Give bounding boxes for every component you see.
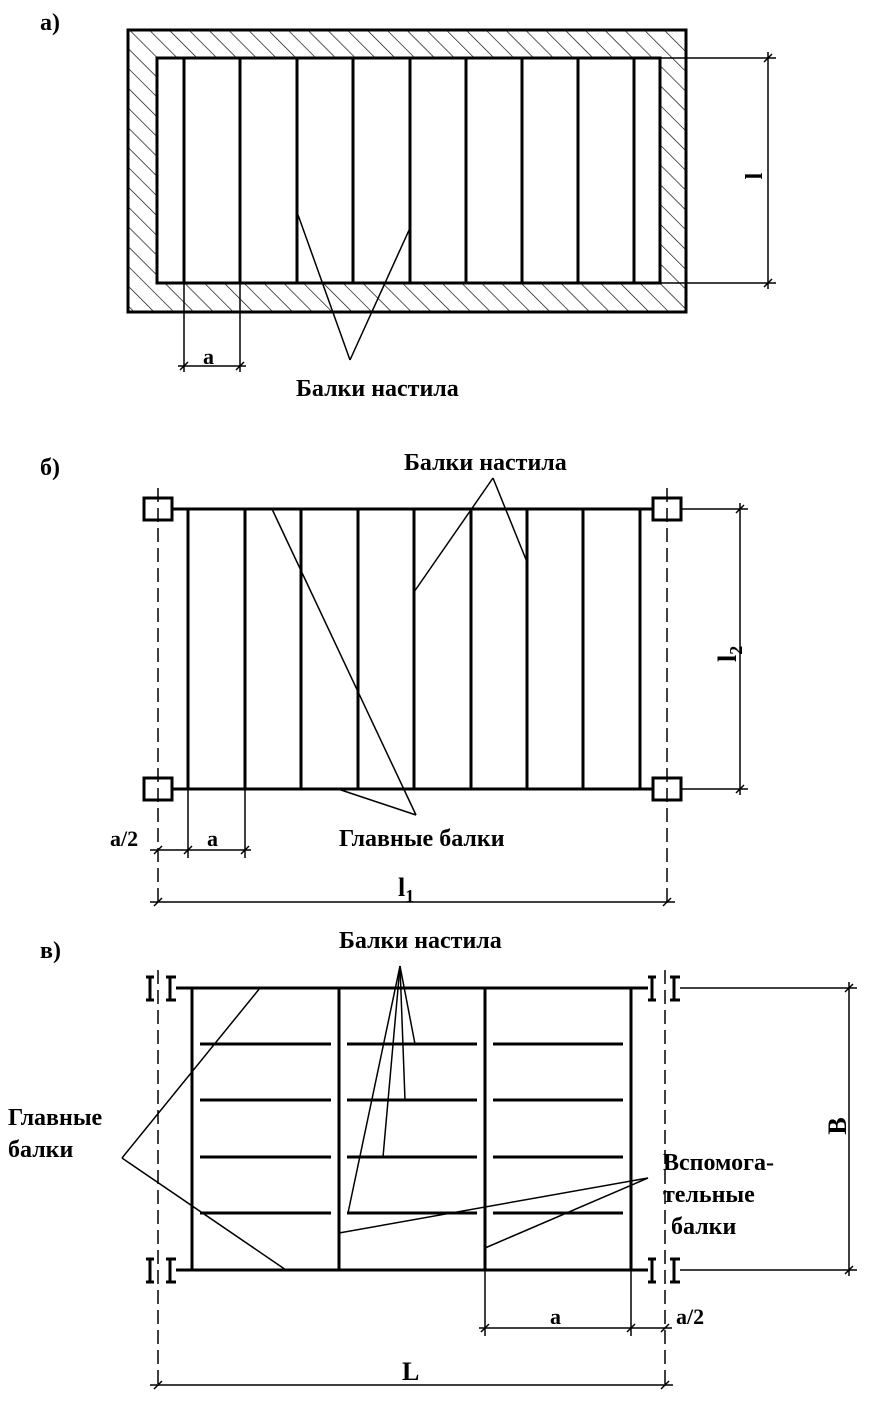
axis-lines-c [157, 970, 666, 1385]
callout-deck-beams-b: Балки настила [404, 450, 567, 476]
dimension-l2-label: l2 [713, 646, 746, 662]
aux-beams-c [190, 988, 633, 1270]
callout-leaders-deck-c [347, 965, 416, 1214]
callout-aux-beams-c-line2: тельные [663, 1182, 755, 1208]
dimension-l1-label: l1 [398, 873, 414, 906]
dimension-half-a-label-b: a/2 [110, 826, 138, 851]
dimension-l-label: l [742, 172, 768, 179]
callout-main-beams-c-line2: балки [8, 1137, 74, 1163]
dimension-l2 [681, 503, 748, 795]
callout-aux-beams-c-line3: балки [671, 1214, 737, 1240]
callout-leaders-b [271, 477, 528, 816]
callout-main-beams-b: Главные балки [339, 826, 505, 852]
column-symbol [146, 1257, 176, 1284]
column-symbol [648, 975, 680, 1002]
dimension-a [178, 283, 246, 372]
dimension-a-label-b: a [207, 826, 218, 851]
dimension-a-b [150, 789, 251, 858]
callout-aux-beams-c-line1: Вспомога- [663, 1150, 774, 1176]
panel-c-label: в) [40, 938, 61, 964]
dimension-B [680, 982, 857, 1276]
deck-beams-c [200, 1042, 623, 1215]
panel-a-label: а) [40, 10, 60, 36]
dimension-l1 [150, 897, 675, 907]
callout-leaders-main-c [121, 987, 287, 1271]
dimension-B-label: B [823, 1117, 852, 1134]
dimension-a-label: a [203, 344, 214, 369]
callout-deck-beams-c: Балки настила [339, 928, 502, 954]
main-beams-c [176, 986, 648, 1272]
callout-main-beams-c-line1: Главные [8, 1105, 103, 1131]
panel-b: б) [40, 450, 748, 907]
panel-a: а) a [40, 10, 776, 402]
callout-leaders-aux-c [338, 1177, 649, 1249]
column-symbol [648, 1257, 680, 1284]
dimension-L [150, 1380, 673, 1390]
dimension-l [660, 52, 776, 289]
dimension-L-label: L [402, 1357, 419, 1386]
panel-b-label: б) [40, 455, 60, 481]
deck-beams-a [182, 58, 636, 283]
panel-c: в) [8, 928, 857, 1390]
column-symbol [146, 975, 176, 1002]
axis-lines-b [157, 488, 668, 902]
callout-leaders-a [296, 211, 411, 361]
dimension-a-label-c: a [550, 1304, 561, 1329]
dimension-a-c [479, 1270, 672, 1336]
column-symbols-c [146, 975, 680, 1284]
callout-deck-beams-a: Балки настила [296, 376, 459, 402]
wall-frame [126, 28, 688, 314]
deck-beams-b [186, 509, 642, 789]
dimension-half-a-label-c: a/2 [676, 1304, 704, 1329]
